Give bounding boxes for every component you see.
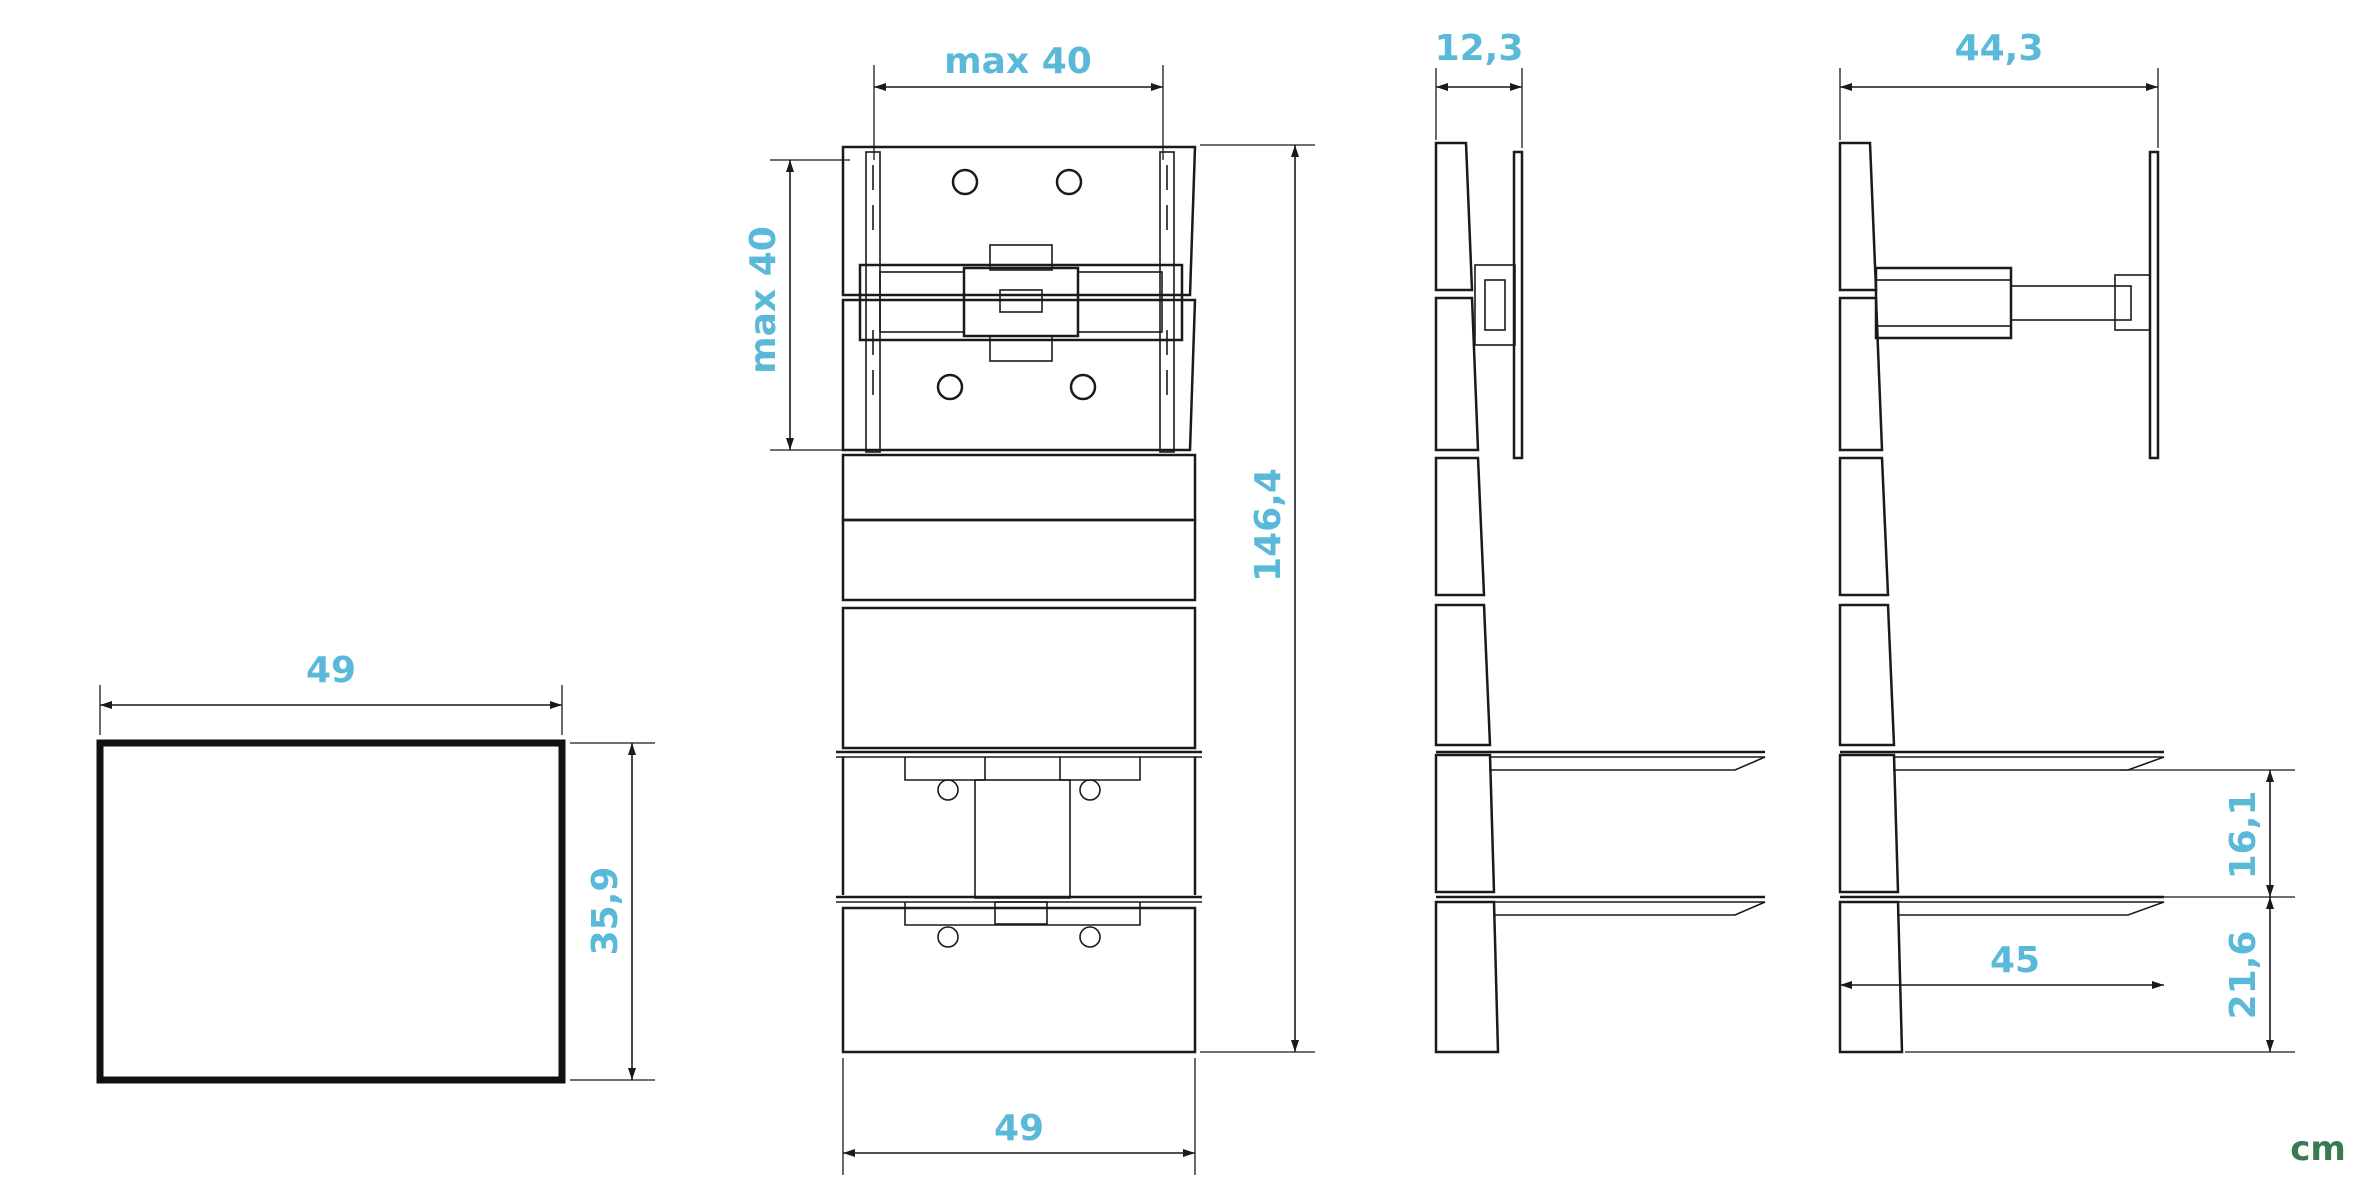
side-depth-label: 12,3 <box>1435 28 1524 69</box>
tv-mount-bracket <box>858 263 1184 342</box>
top-width-label: 49 <box>306 650 356 691</box>
top-view: 49 35,9 <box>96 650 655 1084</box>
front-top-panel <box>841 145 1197 297</box>
front-width-label: 49 <box>994 1108 1044 1149</box>
side-top-shelf <box>1489 756 1766 771</box>
front-base <box>841 906 1197 1054</box>
vesa-width-label: max 40 <box>944 41 1092 82</box>
extended-mount-arm <box>1874 266 2013 340</box>
vesa-height-label: max 40 <box>743 226 784 374</box>
side-lower-shelf <box>1493 901 1766 916</box>
front-view: max 40 max 40 146,4 49 <box>743 41 1315 1175</box>
shelf-depth-label: 45 <box>1990 940 2040 981</box>
extended-tv-plate <box>2148 150 2160 460</box>
shelf-bottom-label: 21,6 <box>2223 931 2264 1020</box>
front-drawer <box>841 606 1197 750</box>
extended-lower-shelf <box>1897 901 2165 916</box>
right-mount-rail <box>1159 151 1175 453</box>
top-view-outline <box>96 739 566 1084</box>
extended-top-shelf <box>1893 756 2165 771</box>
top-depth-label: 35,9 <box>585 867 626 956</box>
unit-label: cm <box>2290 1129 2346 1169</box>
total-height-label: 146,4 <box>1248 468 1289 582</box>
side-view-extended: 44,3 16,1 21,6 45 <box>1838 28 2295 1054</box>
shelf-spacing-label: 16,1 <box>2223 791 2264 880</box>
extended-depth-label: 44,3 <box>1955 28 2044 69</box>
side-tv-plate <box>1512 150 1524 460</box>
left-mount-rail <box>865 151 881 453</box>
side-mount-arm <box>1474 264 1516 346</box>
side-view-retracted: 12,3 <box>1435 28 1766 1054</box>
